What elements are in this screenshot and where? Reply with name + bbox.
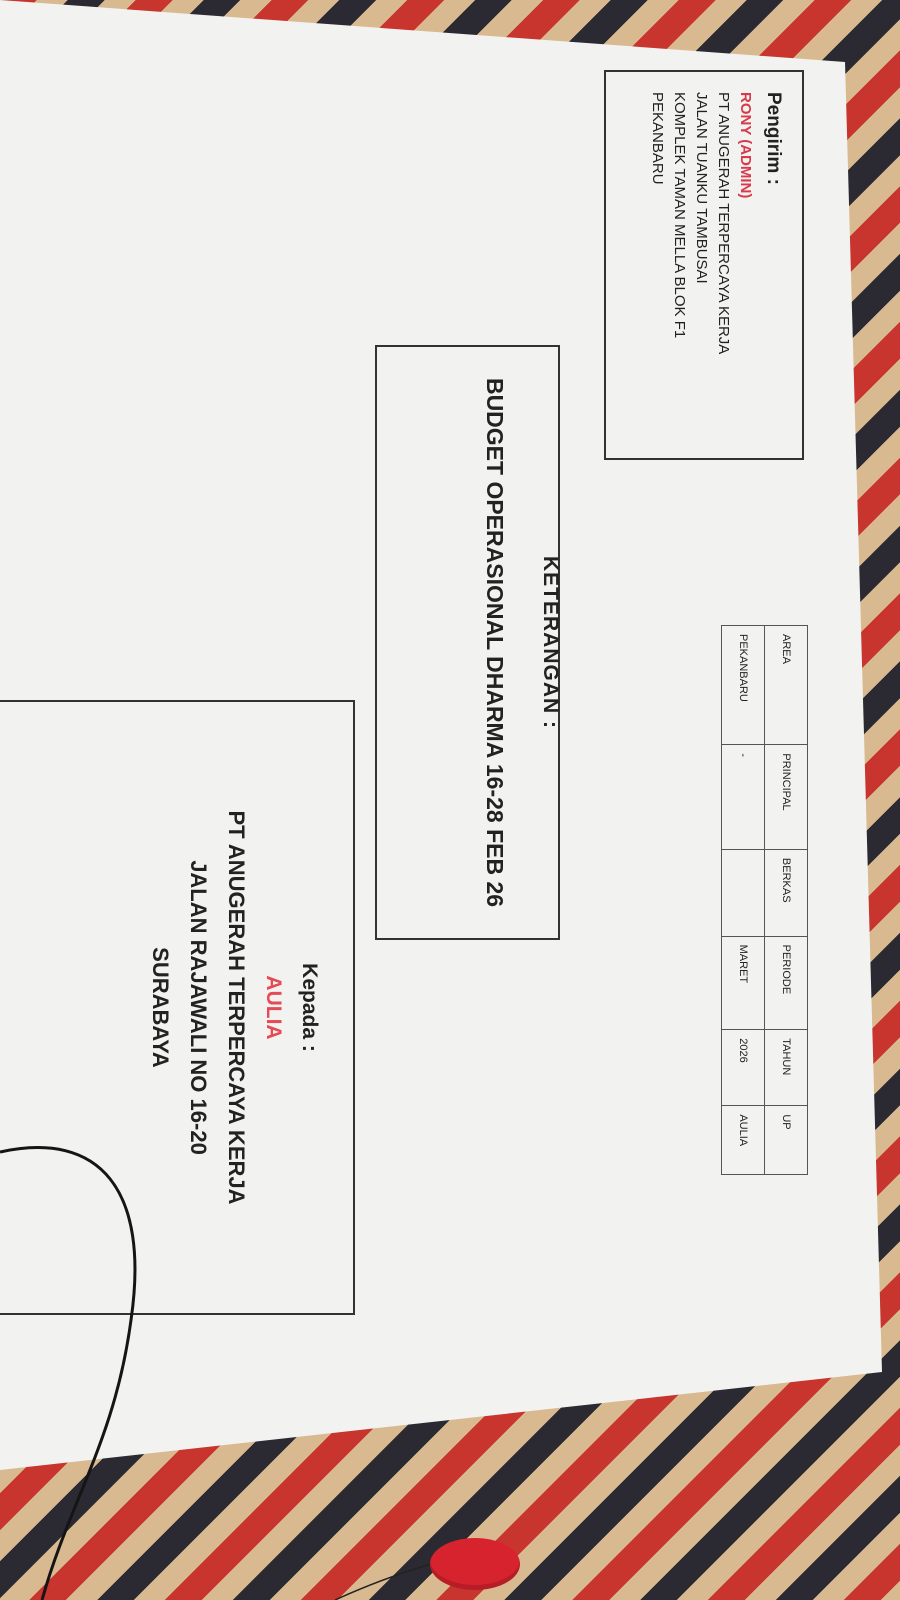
red-button-fastener: [430, 1538, 520, 1590]
recipient-name: AULIA: [262, 975, 285, 1040]
value-principal: -: [721, 744, 765, 850]
recipient-line-2: JALAN RAJAWALI NO 16-20: [186, 860, 211, 1155]
keterangan-section: KETERANGAN : BUDGET OPERASIONAL DHARMA 1…: [375, 345, 562, 940]
header-up: UP: [764, 1105, 808, 1175]
value-periode: MARET: [721, 936, 765, 1030]
recipient-line-1: PT ANUGERAH TERPERCAYA KERJA: [224, 810, 249, 1205]
sender-label: Pengirim :: [763, 92, 784, 185]
value-up: AULIA: [721, 1105, 765, 1175]
keterangan-border: [375, 345, 560, 940]
header-principal: PRINCIPAL: [764, 744, 808, 850]
sender-line-3: KOMPLEK TAMAN MELLA BLOK F1: [671, 92, 688, 339]
value-berkas: [721, 849, 765, 937]
value-tahun: 2026: [721, 1029, 765, 1106]
keterangan-value: BUDGET OPERASIONAL DHARMA 16-28 FEB 26: [482, 377, 508, 908]
value-area: PEKANBARU: [721, 625, 765, 745]
table-header-row: AREA PRINCIPAL BERKAS PERIODE TAHUN UP: [764, 625, 808, 1175]
sender-line-1: PT ANUGERAH TERPERCAYA KERJA: [715, 92, 732, 355]
header-tahun: TAHUN: [764, 1029, 808, 1106]
header-area: AREA: [764, 625, 808, 745]
recipient-label: Kepada :: [298, 963, 321, 1052]
document-info-table: AREA PRINCIPAL BERKAS PERIODE TAHUN UP P…: [721, 625, 808, 1175]
sender-name: RONY (ADMIN): [737, 92, 754, 199]
sender-line-4: PEKANBARU: [649, 92, 666, 185]
recipient-line-3: SURABAYA: [148, 947, 173, 1068]
keterangan-label: KETERANGAN :: [539, 556, 562, 729]
header-berkas: BERKAS: [764, 849, 808, 937]
recipient-box: Kepada : AULIA PT ANUGERAH TERPERCAYA KE…: [0, 700, 355, 1315]
table-value-row: PEKANBARU - MARET 2026 AULIA: [721, 625, 765, 1175]
header-periode: PERIODE: [764, 936, 808, 1030]
sender-box: Pengirim : RONY (ADMIN) PT ANUGERAH TERP…: [604, 70, 804, 460]
sender-line-2: JALAN TUANKU TAMBUSAI: [693, 92, 710, 284]
